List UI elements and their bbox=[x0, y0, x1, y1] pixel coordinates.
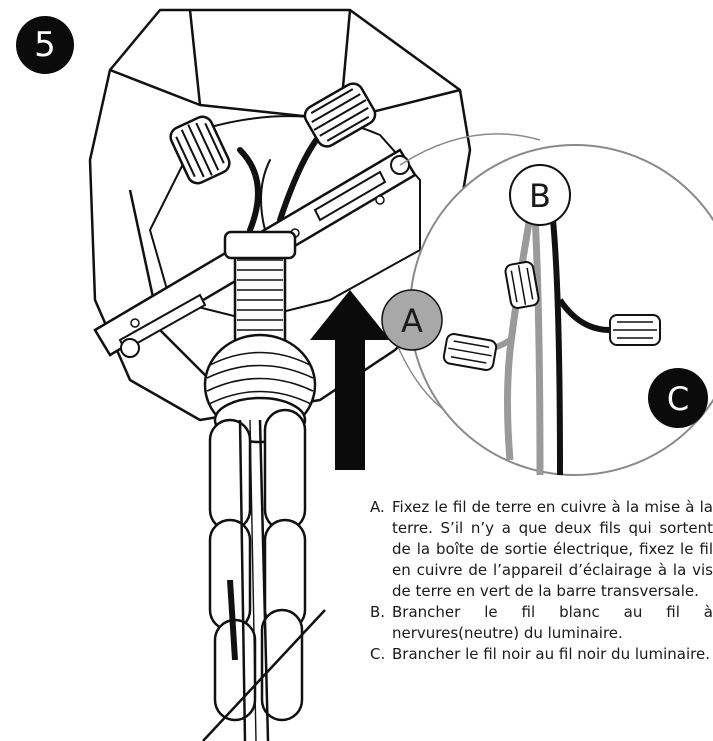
fixture-cord bbox=[238, 419, 270, 741]
callout-b-label: B bbox=[529, 177, 551, 215]
callout-a: A bbox=[381, 289, 443, 351]
instruction-text: Brancher le fil noir au fil noir du lumi… bbox=[392, 645, 710, 663]
wire-nut-right bbox=[303, 82, 377, 148]
instruction-text: Fixez le fil de terre en cuivre à la mis… bbox=[392, 498, 713, 600]
instruction-c: C. Brancher le fil noir au fil noir du l… bbox=[370, 644, 713, 665]
up-arrow bbox=[310, 290, 390, 470]
detail-wire-nut-top bbox=[504, 261, 540, 309]
instruction-letter: A. bbox=[370, 498, 385, 516]
chain bbox=[208, 408, 307, 722]
step-number-badge: 5 bbox=[16, 16, 74, 74]
instruction-a: A. Fixez le fil de terre en cuivre à la … bbox=[370, 497, 713, 602]
callout-b: B bbox=[509, 164, 571, 226]
instructions-list: A. Fixez le fil de terre en cuivre à la … bbox=[370, 497, 713, 665]
ceiling-edge bbox=[202, 609, 326, 741]
callout-a-label: A bbox=[401, 302, 423, 340]
instruction-letter: B. bbox=[370, 603, 386, 621]
instruction-letter: C. bbox=[370, 645, 386, 663]
callout-c: C bbox=[648, 368, 708, 428]
instruction-text: Brancher le fil blanc au fil à nervures(… bbox=[392, 603, 713, 642]
wire-nut-left bbox=[169, 115, 231, 185]
detail-wire-nut-right bbox=[609, 314, 661, 346]
instruction-b: B. Brancher le fil blanc au fil à nervur… bbox=[370, 602, 713, 644]
callout-c-label: C bbox=[667, 380, 689, 418]
detail-wire-nut-left bbox=[442, 332, 498, 372]
box-wires bbox=[237, 132, 323, 233]
ground-wire-clip bbox=[227, 579, 238, 661]
